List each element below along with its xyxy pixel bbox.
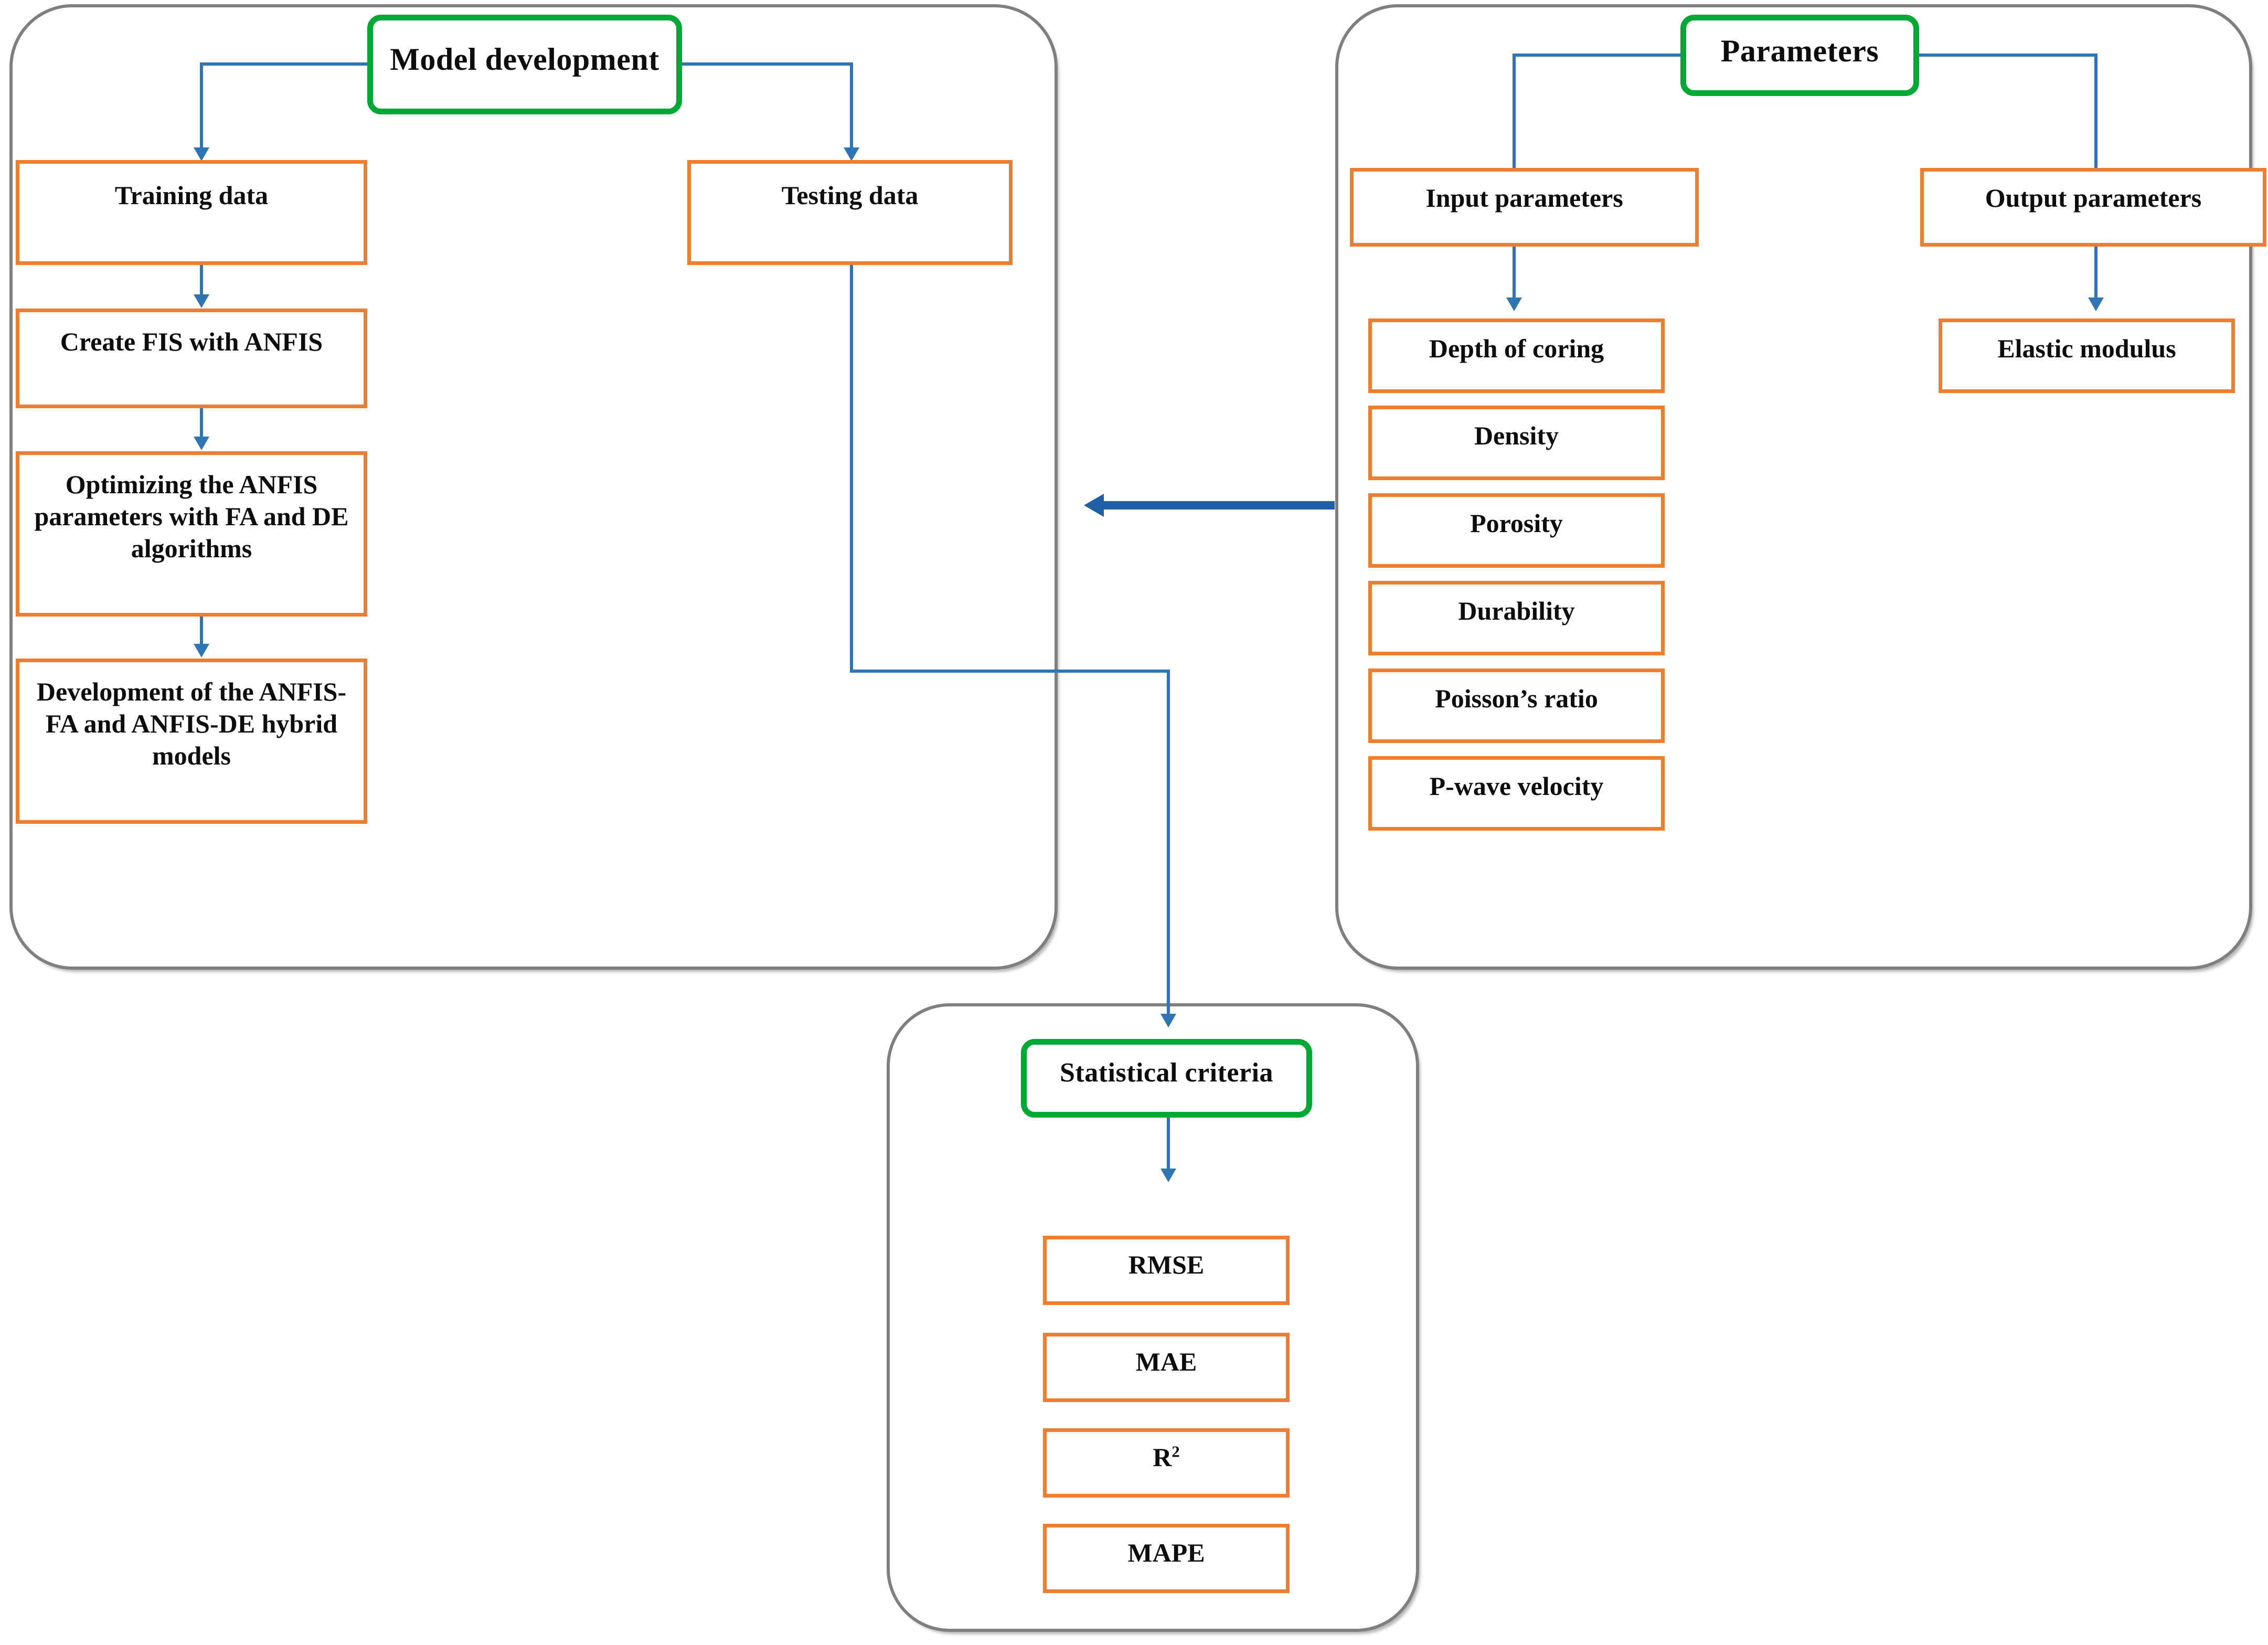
arrowhead-input-group-down <box>1506 298 1522 311</box>
connector-training-to-fis <box>200 265 203 298</box>
r-squared-exponent: 2 <box>1172 1442 1180 1461</box>
connector-statistical-down <box>1167 1117 1170 1172</box>
node-training-data-label: Training data <box>114 181 269 210</box>
connector-testing-to-statistical <box>1167 670 1170 1018</box>
node-testing-data-label: Testing data <box>781 181 919 210</box>
node-criterion-label-r-squared: R2 <box>1148 1441 1184 1473</box>
connector-md-bus-left <box>200 62 369 66</box>
connector-md-to-testing <box>850 62 853 152</box>
connector-params-to-input <box>1513 54 1516 170</box>
node-input-parameter-label: Density <box>1474 421 1559 450</box>
r-squared-base: R <box>1153 1442 1172 1472</box>
connector-md-bus-right <box>680 62 853 66</box>
connector-input-group-down <box>1513 247 1516 301</box>
arrowhead-testing-to-statistical <box>1160 1014 1176 1027</box>
node-create-fis-label: Create FIS with ANFIS <box>60 327 323 356</box>
node-input-parameter-porosity[interactable]: Porosity <box>1368 493 1665 568</box>
node-output-parameter-label: Elastic modulus <box>1997 334 2176 363</box>
node-output-parameter-elastic-modulus[interactable]: Elastic modulus <box>1939 319 2235 393</box>
connector-testing-down <box>850 265 853 673</box>
arrowhead-md-to-testing <box>844 147 859 161</box>
node-input-parameters-group[interactable]: Input parameters <box>1350 168 1699 247</box>
connector-params-bus-left <box>1513 54 1683 57</box>
node-input-parameter-poissons-ratio[interactable]: Poisson’s ratio <box>1368 668 1665 743</box>
node-input-parameter-label: P-wave velocity <box>1429 771 1604 801</box>
node-testing-data[interactable]: Testing data <box>687 160 1013 265</box>
node-development-hybrid-models[interactable]: Development of the ANFIS-FA and ANFIS-DE… <box>16 659 367 824</box>
node-statistical-criteria-label: Statistical criteria <box>1059 1058 1274 1088</box>
node-optimizing-parameters[interactable]: Optimizing the ANFIS parameters with FA … <box>16 451 367 617</box>
connector-md-to-training <box>200 62 203 152</box>
node-criterion-rmse[interactable]: RMSE <box>1043 1236 1290 1305</box>
node-output-parameters-group[interactable]: Output parameters <box>1920 168 2266 247</box>
panel-statistical-criteria <box>887 1003 1419 1632</box>
node-optimizing-parameters-label: Optimizing the ANFIS parameters with FA … <box>34 470 349 563</box>
node-criterion-label: RMSE <box>1128 1250 1205 1279</box>
node-input-parameter-density[interactable]: Density <box>1368 406 1665 480</box>
node-input-parameter-label: Porosity <box>1470 508 1563 538</box>
arrowhead-output-group-down <box>2088 298 2104 311</box>
panel-parameters <box>1335 4 2252 970</box>
arrowhead-md-to-training <box>194 147 209 161</box>
connector-fis-to-optimizing <box>200 408 203 440</box>
connector-testing-right <box>850 670 1170 673</box>
node-model-development-header[interactable]: Model development <box>367 15 682 114</box>
arrowhead-fis-to-optimizing <box>194 437 209 450</box>
node-criterion-label: MAE <box>1135 1347 1197 1376</box>
node-input-parameter-label: Depth of coring <box>1429 334 1604 363</box>
node-criterion-label: MAPE <box>1127 1538 1205 1567</box>
node-training-data[interactable]: Training data <box>16 160 367 265</box>
node-statistical-criteria-header[interactable]: Statistical criteria <box>1021 1039 1312 1118</box>
arrowhead-statistical-down <box>1160 1169 1176 1182</box>
node-parameters-label: Parameters <box>1720 34 1879 68</box>
panel-model-development <box>9 4 1058 970</box>
node-input-parameter-p-wave-velocity[interactable]: P-wave velocity <box>1368 756 1665 831</box>
connector-params-bus-right <box>1916 54 2097 57</box>
node-criterion-r-squared[interactable]: R2 <box>1043 1428 1290 1498</box>
connector-optimizing-to-development <box>200 617 203 647</box>
connector-output-group-down <box>2094 247 2097 301</box>
arrowhead-optimizing-to-development <box>194 644 209 657</box>
node-input-parameter-durability[interactable]: Durability <box>1368 581 1665 655</box>
node-criterion-mape[interactable]: MAPE <box>1043 1524 1290 1593</box>
connector-params-to-output <box>2094 54 2097 170</box>
node-output-parameters-group-label: Output parameters <box>1985 183 2202 213</box>
node-create-fis[interactable]: Create FIS with ANFIS <box>16 309 367 408</box>
node-input-parameter-label: Durability <box>1458 596 1575 625</box>
arrowhead-training-to-fis <box>194 294 209 308</box>
connector-parameters-to-model <box>1104 501 1335 510</box>
node-parameters-header[interactable]: Parameters <box>1680 15 1919 96</box>
node-input-parameters-group-label: Input parameters <box>1425 183 1623 213</box>
node-input-parameter-label: Poisson’s ratio <box>1435 684 1598 713</box>
node-model-development-label: Model development <box>390 42 659 77</box>
node-input-parameter-depth-of-coring[interactable]: Depth of coring <box>1368 319 1665 393</box>
node-criterion-mae[interactable]: MAE <box>1043 1333 1290 1402</box>
node-development-hybrid-models-label: Development of the ANFIS-FA and ANFIS-DE… <box>36 677 347 770</box>
arrowhead-parameters-to-model <box>1084 494 1104 517</box>
